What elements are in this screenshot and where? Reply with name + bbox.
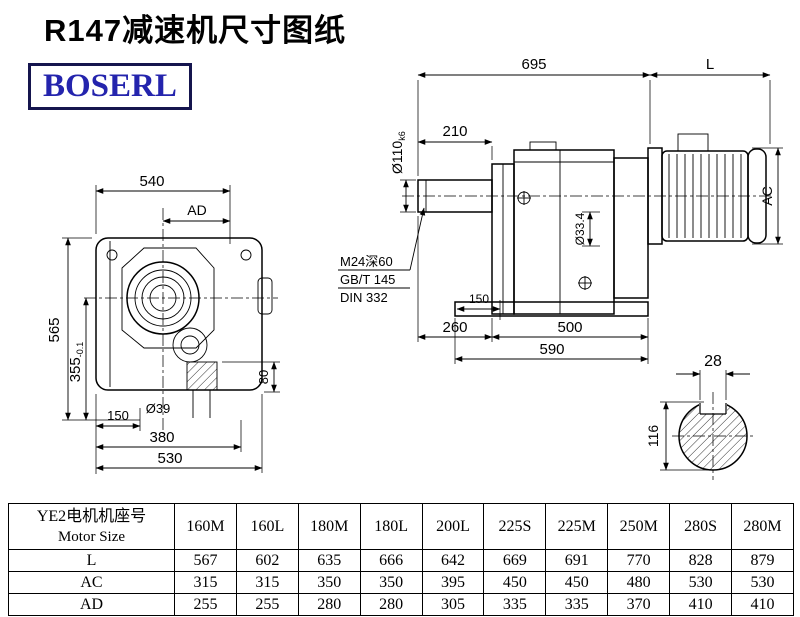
dim-150-label: 150: [107, 408, 129, 423]
dim-cell: 450: [545, 571, 609, 594]
column-header: 280M: [731, 503, 794, 550]
page-title: R147减速机尺寸图纸: [44, 13, 347, 48]
dim-590-label: 590: [539, 341, 564, 358]
row-label: L: [8, 549, 175, 572]
tap-note-line3: DIN 332: [340, 290, 388, 305]
tap-note-line2: GB/T 145: [340, 272, 395, 287]
dim-cell: 350: [297, 571, 361, 594]
dim-cell: 255: [235, 593, 299, 616]
motor-adapter: [613, 157, 649, 299]
dim-cell: 530: [731, 571, 794, 594]
dim-cell: 635: [297, 549, 361, 572]
dim-cell: 642: [421, 549, 485, 572]
table-header-row: YE2电机机座号 Motor Size 160M 160L 180M 180L …: [8, 503, 794, 550]
dim-33-4-label: Ø33.4: [573, 212, 587, 245]
dim-ac-label: AC: [759, 186, 775, 205]
technical-drawing: 540 AD 565 355-0.1 150 Ø39 380: [46, 56, 783, 480]
row-label: AD: [8, 593, 175, 616]
secondary-bore: [172, 327, 208, 363]
dim-28-label: 28: [704, 353, 722, 370]
dim-cell: 350: [359, 571, 423, 594]
dim-116-label: 116: [645, 425, 661, 448]
dim-380-label: 380: [149, 429, 174, 446]
foot-section-hatch: [186, 361, 218, 391]
dim-80-label: 80: [256, 370, 271, 384]
gearbox-housing: [513, 149, 615, 315]
table-row-L: L 567 602 635 666 642 669 691 770 828 87…: [8, 549, 794, 572]
column-header: 180M: [297, 503, 361, 550]
dim-cell: 770: [607, 549, 671, 572]
terminal-box: [677, 133, 709, 152]
column-header: 180L: [359, 503, 423, 550]
dim-cell: 370: [607, 593, 671, 616]
motor-size-table: YE2电机机座号 Motor Size 160M 160L 180M 180L …: [8, 503, 794, 616]
dim-cell: 335: [545, 593, 609, 616]
dim-motor-length-label: L: [706, 56, 714, 73]
dim-565-label: 565: [46, 317, 63, 342]
brand-logo: BOSERL: [28, 63, 192, 111]
dim-cell: 305: [421, 593, 485, 616]
dim-cell: 602: [235, 549, 299, 572]
side-view: [402, 133, 772, 317]
gearbox-front-body: [95, 237, 263, 391]
header-cn: YE2电机机座号: [36, 508, 147, 526]
header-en: Motor Size: [57, 528, 126, 545]
dim-shaft-dia-label: Ø110k6: [389, 131, 407, 174]
dim-cell: 395: [421, 571, 485, 594]
dim-cell: 335: [483, 593, 547, 616]
column-header: 160L: [235, 503, 299, 550]
shaft-section-view: 28 116: [645, 353, 754, 480]
dim-cell: 280: [297, 593, 361, 616]
dim-cell: 410: [669, 593, 733, 616]
column-header: 250M: [607, 503, 671, 550]
table-corner-header: YE2电机机座号 Motor Size: [8, 503, 175, 550]
dim-cell: 410: [731, 593, 794, 616]
dim-cell: 691: [545, 549, 609, 572]
dim-500-label: 500: [557, 319, 582, 336]
column-header: 160M: [174, 503, 237, 550]
fan-cowl: [747, 148, 767, 244]
dim-cell: 280: [359, 593, 423, 616]
dim-540-label: 540: [139, 173, 164, 190]
dim-cell: 450: [483, 571, 547, 594]
dim-355-label: 355-0.1: [67, 342, 85, 383]
dim-shaft-hole-label: Ø39: [146, 401, 171, 416]
dim-210-label: 210: [442, 123, 467, 140]
dim-695-label: 695: [521, 56, 546, 73]
dim-cell: 315: [235, 571, 299, 594]
dim-ad-label: AD: [187, 202, 206, 218]
dim-cell: 666: [359, 549, 423, 572]
dim-cell: 530: [669, 571, 733, 594]
column-header: 225S: [483, 503, 547, 550]
front-view: [84, 208, 278, 434]
dim-cell: 567: [174, 549, 237, 572]
mounting-base: [454, 301, 649, 317]
side-view-dimensions: 695 L 210 Ø110k6 M24深60 GB/T 145 DIN 332…: [338, 56, 783, 364]
dim-cell: 315: [174, 571, 237, 594]
dim-cell: 828: [669, 549, 733, 572]
dim-cell: 669: [483, 549, 547, 572]
row-label: AC: [8, 571, 175, 594]
dim-cell: 879: [731, 549, 794, 572]
front-face-boss: [121, 247, 215, 349]
column-header: 225M: [545, 503, 609, 550]
table-row-AC: AC 315 315 350 350 395 450 450 480 530 5…: [8, 571, 794, 594]
tap-note-line1: M24深60: [340, 254, 393, 269]
dim-cell: 255: [174, 593, 237, 616]
dim-530-label: 530: [157, 450, 182, 467]
column-header: 200L: [421, 503, 485, 550]
dim-cell: 480: [607, 571, 671, 594]
table-row-AD: AD 255 255 280 280 305 335 335 370 410 4…: [8, 593, 794, 616]
column-header: 280S: [669, 503, 733, 550]
front-view-dimensions: 540 AD 565 355-0.1 150 Ø39 380: [46, 173, 280, 474]
output-bore: [126, 261, 200, 335]
dim-foot-150-label: 150: [469, 292, 489, 306]
